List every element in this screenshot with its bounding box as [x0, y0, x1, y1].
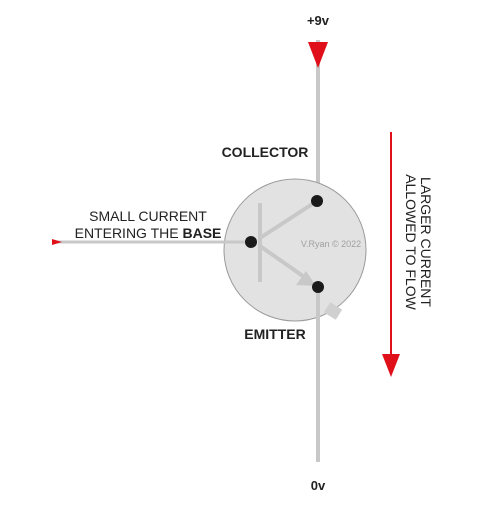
larger-current-line1: LARGER CURRENT	[418, 177, 434, 307]
base-label-prefix: ENTERING THE	[75, 225, 183, 241]
emitter-tab	[323, 302, 343, 320]
emitter-arrow	[296, 271, 316, 286]
supply-label: +9v	[307, 13, 330, 28]
base-arrow	[52, 239, 62, 245]
watermark: V.Ryan © 2022	[301, 239, 361, 249]
collector-node	[311, 195, 323, 207]
transistor-body	[223, 178, 367, 322]
ground-label: 0v	[311, 478, 326, 493]
supply-arrow	[308, 42, 328, 68]
emitter-label: EMITTER	[244, 326, 305, 342]
base-label-line1: SMALL CURRENT	[89, 208, 207, 224]
emitter-lead	[258, 244, 312, 283]
base-label-bold: BASE	[182, 225, 221, 241]
collector-label: COLLECTOR	[222, 144, 309, 160]
larger-current-line2: ALLOWED TO FLOW	[403, 174, 419, 310]
base-node	[245, 236, 257, 248]
base-label-line2: ENTERING THE BASE	[75, 225, 222, 241]
collector-lead	[258, 199, 319, 240]
current-flow-arrow	[382, 354, 400, 377]
emitter-node	[312, 281, 324, 293]
larger-current-label: LARGER CURRENT ALLOWED TO FLOW	[403, 174, 434, 310]
